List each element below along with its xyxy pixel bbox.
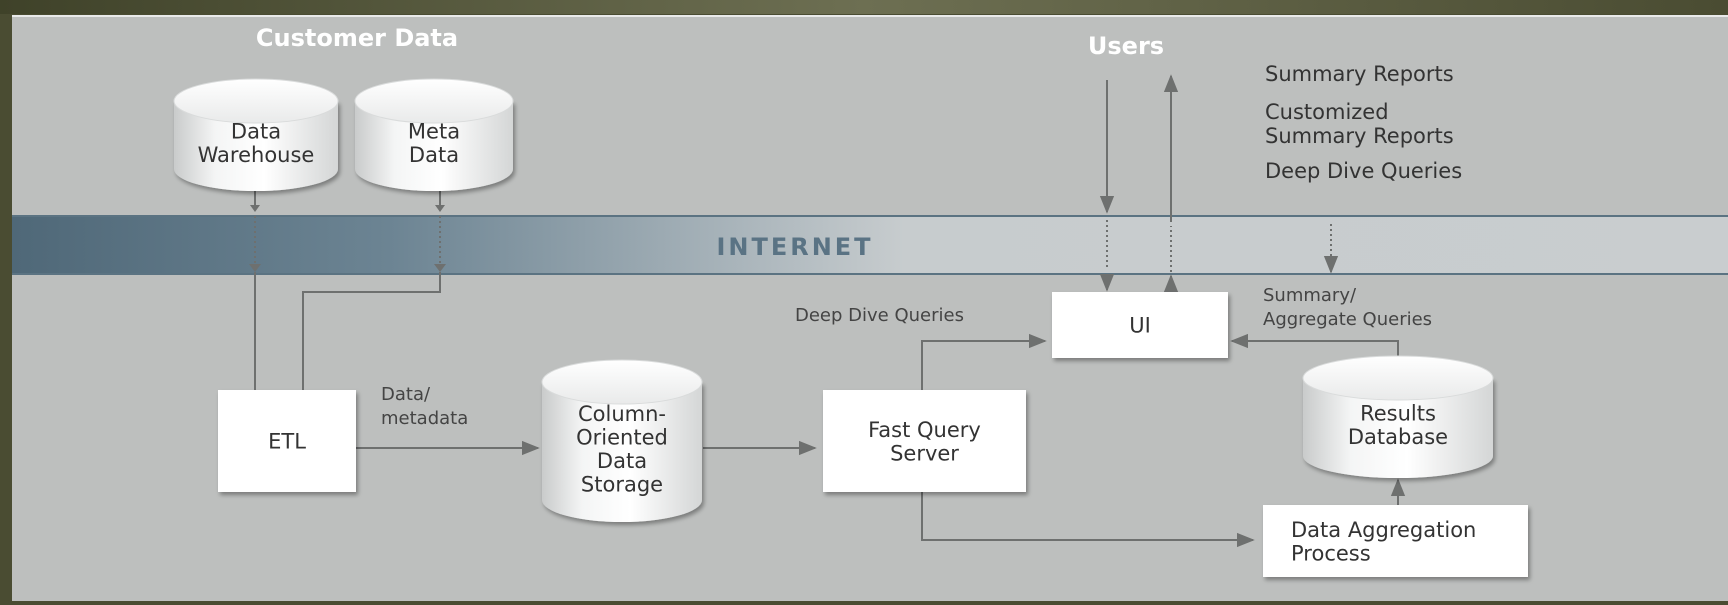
- internet-label: INTERNET: [716, 233, 873, 261]
- deep-dive-queries-text: Deep Dive Queries: [1265, 159, 1462, 183]
- etl-box: ETL: [218, 390, 356, 492]
- column-storage-db-body: [542, 382, 702, 522]
- ui-box: UI: [1052, 292, 1228, 358]
- customized-summary-reports-text-line-1: Customized: [1265, 100, 1389, 124]
- meta-arrowhead: [434, 264, 446, 272]
- deep-dive-queries-label: Deep Dive Queries: [795, 305, 964, 326]
- fast-query-server-box-label-line-1: Fast Query: [868, 418, 981, 442]
- meta-to-etl: [302, 272, 441, 390]
- summary-aggregate-label: Summary/Aggregate Queries: [1263, 285, 1432, 330]
- data-warehouse-db-label-line-2: Warehouse: [198, 143, 315, 167]
- data-metadata-label: Data/metadata: [381, 384, 468, 429]
- ui-box-rect: [1052, 292, 1228, 358]
- connectors: [254, 74, 1406, 548]
- meta-data-db-label-line-2: Data: [409, 143, 459, 167]
- warehouse-top-arrowhead: [250, 205, 260, 212]
- data-metadata-label-line-1: Data/: [381, 384, 431, 405]
- data-metadata-label-line-2: metadata: [381, 408, 468, 429]
- data-warehouse-db-label-line-1: Data: [231, 120, 281, 144]
- meta-data-db-top: [354, 78, 514, 124]
- fqs-to-aggregation: [921, 490, 1255, 548]
- column-storage-db-top: [541, 359, 703, 405]
- column-storage-db-label-line-3: Data: [597, 449, 647, 473]
- customer-data-heading: Customer Data: [256, 24, 458, 52]
- etl-box-label-line-1: ETL: [268, 430, 306, 454]
- fqs-to-ui: [921, 333, 1047, 390]
- data-warehouse-db-top: [173, 78, 339, 124]
- ui-box-label-line-1: UI: [1129, 314, 1151, 338]
- data-warehouse-db-body: [174, 101, 338, 191]
- meta-data-db-body: [355, 101, 513, 191]
- data-aggregation-box-rect: [1263, 505, 1528, 577]
- summary-aggregate-label-line-1: Summary/: [1263, 285, 1357, 306]
- warehouse-arrowhead: [249, 264, 261, 272]
- meta-data-db-label-line-1: Meta: [408, 120, 460, 144]
- meta-top-arrowhead: [435, 205, 445, 212]
- data-aggregation-box-label-line-1: Data Aggregation: [1291, 518, 1476, 542]
- fast-query-server-box-rect: [823, 390, 1026, 492]
- users-heading: Users: [1088, 32, 1164, 60]
- deep-dive-queries-text-line-1: Deep Dive Queries: [1265, 159, 1462, 183]
- data-aggregation-box-label-line-2: Process: [1291, 541, 1371, 565]
- results-database-db-top: [1302, 355, 1494, 401]
- column-storage-db-label-line-2: Oriented: [576, 426, 668, 450]
- summary-reports-text-line-1: Summary Reports: [1265, 62, 1454, 86]
- column-storage-db-label-line-1: Column-: [578, 402, 666, 426]
- column-storage-db-label-line-4: Storage: [581, 473, 663, 497]
- customized-summary-reports-text-line-2: Summary Reports: [1265, 124, 1454, 148]
- etl-box-rect: [218, 390, 356, 492]
- fast-query-server-box-label-line-2: Server: [890, 441, 959, 465]
- summary-reports-text: Summary Reports: [1265, 62, 1454, 86]
- results-database-db-label-line-1: Results: [1360, 402, 1436, 426]
- frame-top-strip: [0, 0, 1728, 14]
- deep-dive-queries-label-line-1: Deep Dive Queries: [795, 305, 964, 326]
- results-database-db-body: [1303, 378, 1493, 478]
- internet-band: [12, 216, 1728, 274]
- summary-aggregate-label-line-2: Aggregate Queries: [1263, 309, 1432, 330]
- results-database-db-label-line-2: Database: [1348, 425, 1448, 449]
